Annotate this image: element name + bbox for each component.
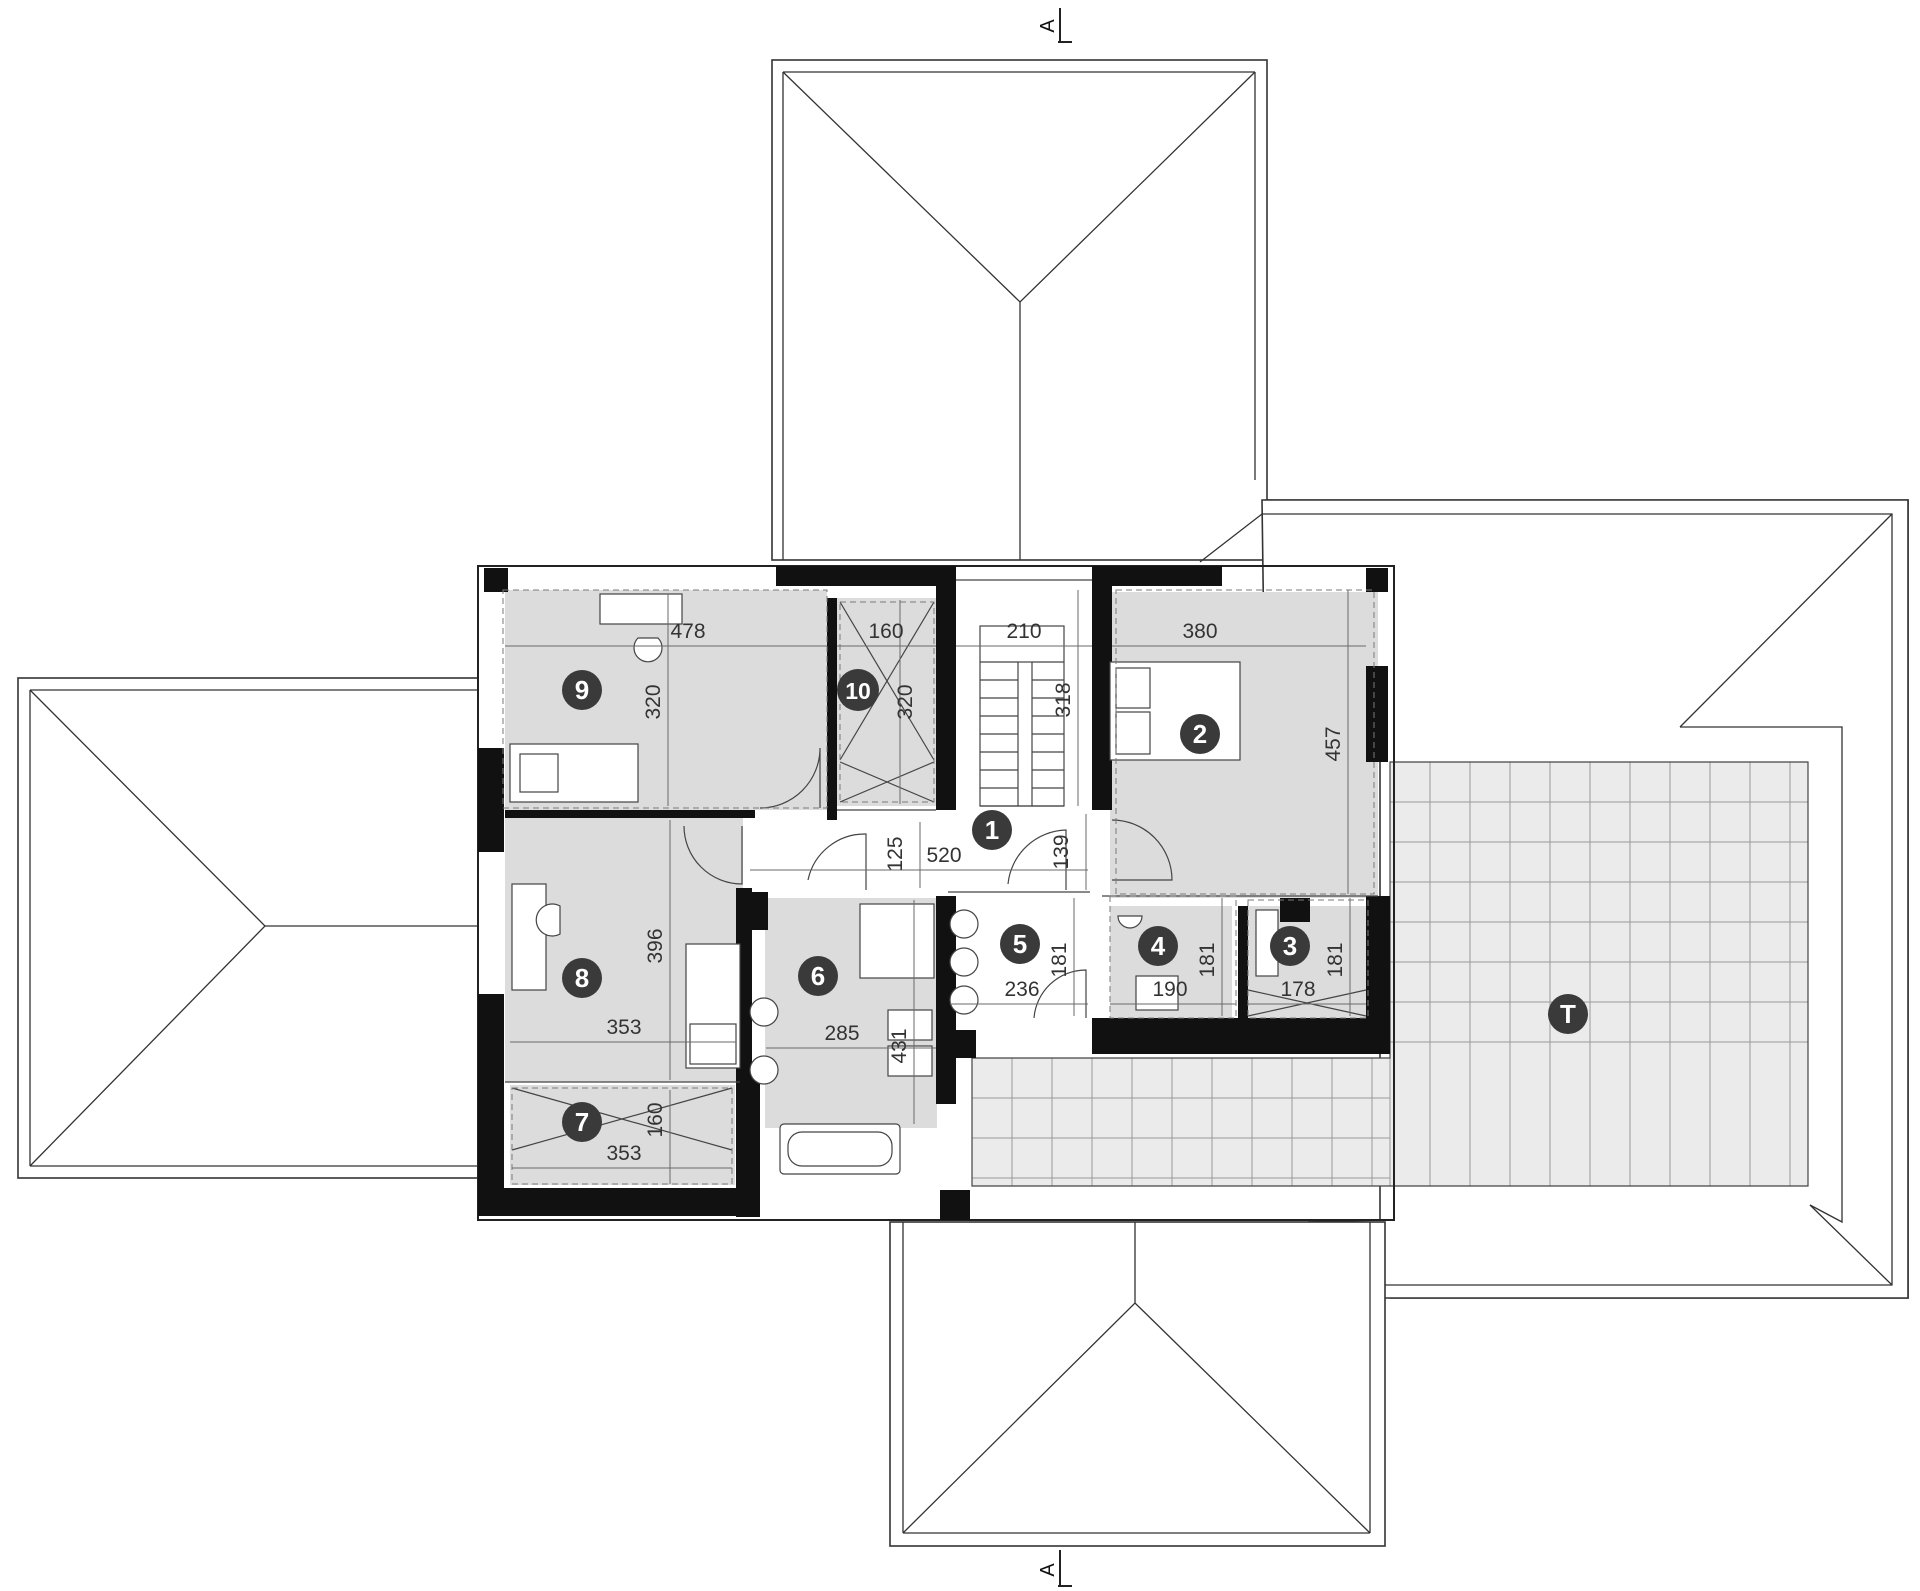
- wall: [484, 568, 508, 592]
- dim-r6-width: 285: [824, 1022, 859, 1045]
- svg-text:6: 6: [811, 961, 825, 991]
- room-9-badge: 9: [562, 670, 602, 710]
- door-arc: [1111, 819, 1173, 881]
- wall: [1092, 566, 1222, 586]
- appliance: [949, 947, 979, 977]
- room-10-badge: 10: [837, 669, 879, 711]
- roof-south: [889, 1221, 1386, 1547]
- svg-text:3: 3: [1283, 931, 1297, 961]
- wall: [478, 994, 504, 1216]
- wall: [776, 566, 956, 586]
- dim-r4-width: 190: [1152, 978, 1187, 1001]
- room-badges: 1 2 3 4 5 6 7 8: [562, 669, 1588, 1142]
- wall: [1366, 896, 1390, 1054]
- room-8-badge: 8: [562, 958, 602, 998]
- washbasin: [749, 997, 779, 1027]
- door-arc: [759, 747, 821, 809]
- dim-r8-height: 396: [644, 928, 667, 963]
- door-arc: [683, 825, 743, 885]
- dim-r3-height: 181: [1324, 942, 1347, 977]
- door-arc: [1007, 829, 1067, 890]
- chair: [535, 903, 561, 937]
- desk: [511, 883, 547, 991]
- wall: [478, 1188, 748, 1216]
- room-7-floor: [510, 1085, 735, 1185]
- door-arc: [1033, 969, 1087, 1019]
- svg-text:5: 5: [1013, 929, 1027, 959]
- room-4-badge: 4: [1138, 926, 1178, 966]
- dim-r7-width: 353: [606, 1142, 641, 1165]
- shower: [859, 903, 935, 979]
- dim-r2-height: 457: [1322, 726, 1345, 761]
- dim-r3-width: 178: [1280, 978, 1315, 1001]
- room-7-badge: 7: [562, 1102, 602, 1142]
- svg-text:9: 9: [575, 675, 589, 705]
- section-label-top: A: [1037, 19, 1059, 33]
- dim-r5-height: 181: [1048, 942, 1071, 977]
- svg-text:T: T: [1560, 999, 1576, 1029]
- washbasin: [749, 1055, 779, 1085]
- toilet: [1117, 915, 1143, 929]
- wall: [1366, 568, 1388, 592]
- dim-r9-width: 478: [670, 620, 705, 643]
- svg-text:8: 8: [575, 963, 589, 993]
- wall: [1092, 1018, 1390, 1054]
- dim-r7-height: 160: [644, 1102, 667, 1137]
- dim-stair-width: 210: [1006, 620, 1041, 643]
- staircase: [979, 625, 1065, 807]
- wall: [827, 598, 837, 820]
- svg-text:4: 4: [1151, 931, 1166, 961]
- wall: [1092, 566, 1112, 810]
- svg-text:10: 10: [845, 678, 871, 704]
- pattern-line: [1247, 989, 1367, 1017]
- dim-hall-width: 520: [926, 844, 961, 867]
- dim-r2-width: 380: [1182, 620, 1217, 643]
- roof-west: [17, 677, 479, 1179]
- dim-hall-height: 125: [884, 836, 907, 871]
- chair: [633, 637, 663, 663]
- dim-hall-height2: 139: [1050, 834, 1073, 869]
- wall: [478, 748, 504, 852]
- pattern-line: [839, 601, 935, 761]
- dimension-lines: [505, 590, 1366, 1184]
- pattern-line: [511, 1087, 733, 1151]
- wall: [936, 566, 956, 810]
- section-label-bottom: A: [1037, 1563, 1059, 1577]
- section-mark-top: A: [1037, 8, 1072, 43]
- wall: [505, 810, 755, 818]
- wall: [736, 1065, 760, 1217]
- dim-r5-width: 236: [1004, 978, 1039, 1001]
- appliance: [949, 985, 979, 1015]
- appliance: [949, 909, 979, 939]
- dim-r8-width: 353: [606, 1016, 641, 1039]
- dim-r6-height: 431: [888, 1028, 911, 1063]
- svg-text:1: 1: [985, 815, 999, 845]
- dim-stair-height: 318: [1052, 682, 1075, 717]
- dim-r10-width: 160: [868, 620, 903, 643]
- dim-r4-height: 181: [1196, 942, 1219, 977]
- dim-r9-height: 320: [642, 684, 665, 719]
- room-2-badge: 2: [1180, 714, 1220, 754]
- section-mark-bottom: A: [1037, 1550, 1072, 1587]
- closet-hatch: [511, 601, 1367, 1151]
- terrace-badge: T: [1548, 994, 1588, 1034]
- room-3-badge: 3: [1270, 926, 1310, 966]
- wall: [940, 1030, 976, 1058]
- room-6-badge: 6: [798, 956, 838, 996]
- room-1-badge: 1: [972, 810, 1012, 850]
- pattern-line: [839, 761, 935, 803]
- svg-text:2: 2: [1193, 719, 1207, 749]
- dim-r10-height: 320: [894, 684, 917, 719]
- wall: [1238, 906, 1248, 1018]
- wall: [940, 1190, 970, 1220]
- door-arc: [807, 833, 867, 890]
- dimension-labels: 478 320 160 320 210 318 380 457 125 520 …: [606, 620, 1347, 1165]
- wall: [1366, 666, 1388, 762]
- svg-text:7: 7: [575, 1107, 589, 1137]
- room-5-badge: 5: [1000, 924, 1040, 964]
